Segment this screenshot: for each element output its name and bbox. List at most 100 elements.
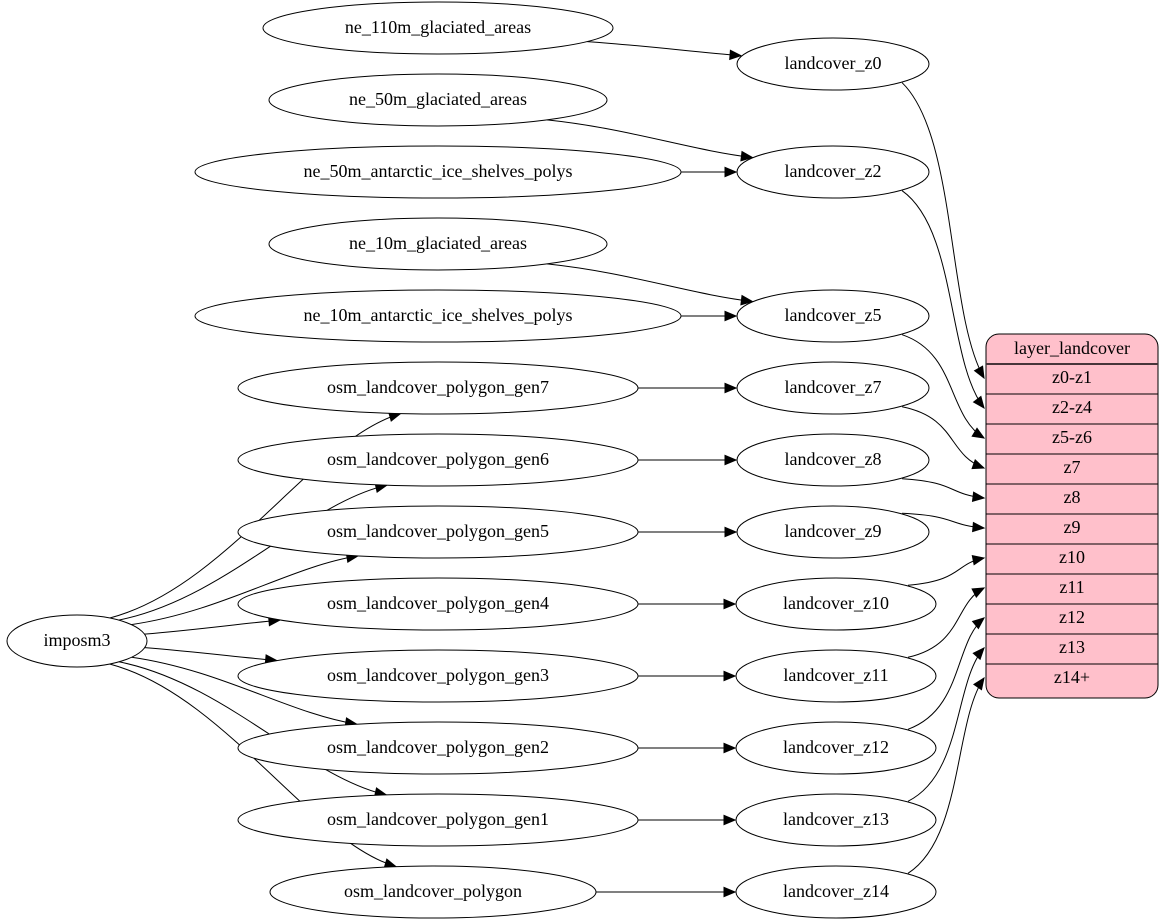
edge-lz12-to-row-z12 <box>907 617 986 730</box>
node-label: ne_50m_glaciated_areas <box>349 89 527 109</box>
node-lz9[interactable]: landcover_z9 <box>736 505 930 559</box>
table-row[interactable]: z7 <box>1064 457 1081 477</box>
node-gen0[interactable]: osm_landcover_polygon <box>269 865 597 919</box>
node-label: landcover_z12 <box>783 737 889 757</box>
node-lz12[interactable]: landcover_z12 <box>735 721 937 775</box>
edge-lz13-to-row-z13 <box>907 647 985 802</box>
edge-lz9-to-row-z9 <box>902 512 986 533</box>
node-label: ne_50m_antarctic_ice_shelves_polys <box>304 161 573 181</box>
edge-lz10-to-row-z10 <box>907 554 986 586</box>
node-label: landcover_z7 <box>785 377 882 397</box>
table-row[interactable]: z12 <box>1059 607 1085 627</box>
edge-gen0-to-lz14 <box>596 886 737 898</box>
table-row[interactable]: z0-z1 <box>1052 367 1092 387</box>
node-label: osm_landcover_polygon_gen5 <box>327 521 549 541</box>
edge-ne50a-to-lz2 <box>681 166 738 178</box>
edge-lz7-to-row-z7 <box>902 406 986 470</box>
node-label: osm_landcover_polygon_gen2 <box>327 737 549 757</box>
node-label: landcover_z11 <box>783 665 888 685</box>
edge-lz0-to-row-z0-z1 <box>901 82 985 380</box>
edge-ne110g-to-lz0 <box>587 41 743 61</box>
node-lz14[interactable]: landcover_z14 <box>735 865 937 919</box>
edge-gen7-to-lz7 <box>638 382 738 394</box>
node-lz0[interactable]: landcover_z0 <box>736 37 930 91</box>
node-gen7[interactable]: osm_landcover_polygon_gen7 <box>237 361 639 415</box>
node-lz8[interactable]: landcover_z8 <box>736 433 930 487</box>
node-label: osm_landcover_polygon <box>344 881 522 901</box>
edge-lz8-to-row-z8 <box>902 478 986 502</box>
table-row-label: z14+ <box>1054 667 1090 687</box>
node-ne50g[interactable]: ne_50m_glaciated_areas <box>268 73 608 127</box>
table-layer-landcover[interactable]: layer_landcover z0-z1 z2-z4 z5-z6 z7 z8 z9 z10 z… <box>985 333 1159 699</box>
node-label: landcover_z8 <box>785 449 882 469</box>
node-label: landcover_z10 <box>783 593 889 613</box>
node-label: landcover_z0 <box>785 53 882 73</box>
table-row-label: z5-z6 <box>1052 427 1092 447</box>
node-gen2[interactable]: osm_landcover_polygon_gen2 <box>237 721 639 775</box>
node-label: imposm3 <box>43 630 110 650</box>
table-row-label: z12 <box>1059 607 1085 627</box>
table-row-label: z11 <box>1059 577 1084 597</box>
table-row-label: z0-z1 <box>1052 367 1092 387</box>
node-label: landcover_z13 <box>783 809 889 829</box>
table-row[interactable]: z9 <box>1064 517 1081 537</box>
table-row[interactable]: z10 <box>1059 547 1085 567</box>
node-gen3[interactable]: osm_landcover_polygon_gen3 <box>237 649 639 703</box>
node-ne50a[interactable]: ne_50m_antarctic_ice_shelves_polys <box>194 145 682 199</box>
edge-gen4-to-lz10 <box>638 598 737 610</box>
node-lz13[interactable]: landcover_z13 <box>735 793 937 847</box>
edge-lz5-to-row-z5-z6 <box>901 334 986 439</box>
edge-lz11-to-row-z11 <box>907 587 986 658</box>
edge-gen5-to-lz9 <box>638 526 738 538</box>
node-lz7[interactable]: landcover_z7 <box>736 361 930 415</box>
node-gen4[interactable]: osm_landcover_polygon_gen4 <box>237 577 639 631</box>
table-row[interactable]: z11 <box>1059 577 1084 597</box>
layer-landcover-table: layer_landcover z0-z1 z2-z4 z5-z6 z7 z8 z9 z10 z… <box>985 333 1159 699</box>
node-imposm3[interactable]: imposm3 <box>6 614 148 668</box>
edge-gen3-to-lz11 <box>638 670 737 682</box>
edge-lz14-to-row-z14+ <box>907 676 985 874</box>
node-label: landcover_z5 <box>785 305 882 325</box>
node-lz2[interactable]: landcover_z2 <box>736 145 930 199</box>
table-row[interactable]: z14+ <box>1054 667 1090 687</box>
node-lz5[interactable]: landcover_z5 <box>736 289 930 343</box>
node-label: osm_landcover_polygon_gen3 <box>327 665 549 685</box>
node-label: landcover_z2 <box>785 161 882 181</box>
edge-ne10a-to-lz5 <box>681 310 738 322</box>
node-lz10[interactable]: landcover_z10 <box>735 577 937 631</box>
edge-ne10g-to-lz5 <box>546 263 754 306</box>
node-gen5[interactable]: osm_landcover_polygon_gen5 <box>237 505 639 559</box>
table-row-label: z10 <box>1059 547 1085 567</box>
edge-gen6-to-lz8 <box>638 454 738 466</box>
node-ne110g[interactable]: ne_110m_glaciated_areas <box>262 1 614 55</box>
node-gen1[interactable]: osm_landcover_polygon_gen1 <box>237 793 639 847</box>
node-label: landcover_z9 <box>785 521 882 541</box>
table-row-label: z9 <box>1064 517 1081 537</box>
node-label: landcover_z14 <box>783 881 889 901</box>
node-ne10a[interactable]: ne_10m_antarctic_ice_shelves_polys <box>194 289 682 343</box>
table-row-label: z2-z4 <box>1052 397 1092 417</box>
edge-ne50g-to-lz2 <box>546 119 754 162</box>
edges-layer <box>109 41 986 898</box>
node-label: osm_landcover_polygon_gen7 <box>327 377 549 397</box>
table-row-label: z7 <box>1064 457 1081 477</box>
table-row-label: z8 <box>1064 487 1081 507</box>
node-label: osm_landcover_polygon_gen6 <box>327 449 549 469</box>
table-row[interactable]: z8 <box>1064 487 1081 507</box>
nodes-layer: imposm3 ne_110m_glaciated_areas ne_50m_gla… <box>6 1 937 919</box>
node-label: ne_10m_glaciated_areas <box>349 233 527 253</box>
node-gen6[interactable]: osm_landcover_polygon_gen6 <box>237 433 639 487</box>
table-row[interactable]: z5-z6 <box>1052 427 1092 447</box>
node-label: ne_110m_glaciated_areas <box>345 17 531 37</box>
edge-lz2-to-row-z2-z4 <box>901 190 985 410</box>
edge-imposm3-to-gen4 <box>144 615 282 635</box>
node-label: osm_landcover_polygon_gen4 <box>327 593 549 613</box>
edge-gen2-to-lz12 <box>638 742 737 754</box>
node-ne10g[interactable]: ne_10m_glaciated_areas <box>268 217 608 271</box>
table-row[interactable]: z13 <box>1059 637 1085 657</box>
table-header-label: layer_landcover <box>1014 338 1130 358</box>
table-row[interactable]: z2-z4 <box>1052 397 1092 417</box>
node-lz11[interactable]: landcover_z11 <box>735 649 937 703</box>
edge-imposm3-to-gen3 <box>144 647 278 665</box>
table-row-label: z13 <box>1059 637 1085 657</box>
